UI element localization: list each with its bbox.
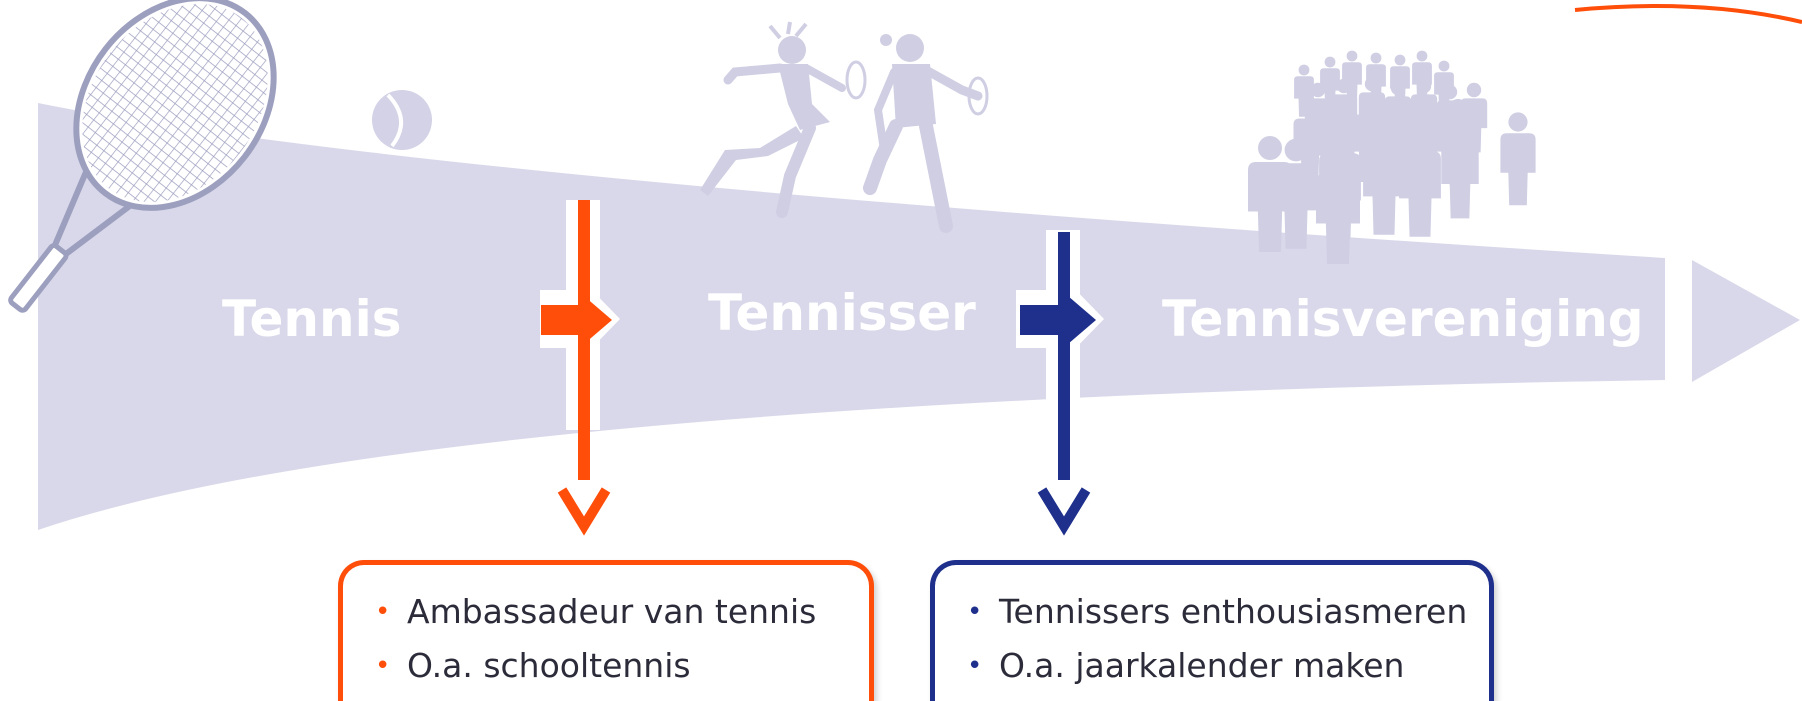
person-head	[1394, 54, 1406, 66]
navy-arrow-down	[1037, 487, 1091, 536]
list-item: •Ambassadeur van tennis	[373, 585, 845, 639]
person-head	[1370, 52, 1382, 64]
person-head	[1359, 95, 1377, 113]
orange-transition	[540, 200, 620, 536]
orange-info-box: •Ambassadeur van tennis •O.a. schooltenn…	[338, 560, 874, 701]
crowd-icon	[1248, 50, 1536, 264]
person-body	[1248, 162, 1292, 252]
person-head	[1442, 84, 1458, 100]
person-head	[1438, 60, 1450, 72]
person-head	[1389, 97, 1407, 115]
person-head	[1329, 97, 1347, 115]
bullet-icon: •	[967, 651, 983, 681]
orange-bullet-list: •Ambassadeur van tennis •O.a. schooltenn…	[373, 585, 845, 693]
navy-bullet-list: •Tennissers enthousiasmeren •O.a. jaarka…	[965, 585, 1467, 693]
list-item: •Tennissers enthousiasmeren	[965, 585, 1467, 639]
person-head	[1336, 78, 1352, 94]
stage-label-tennisser: Tennisser	[708, 284, 976, 342]
orange-arrow-down	[557, 487, 611, 536]
person-head	[1466, 82, 1482, 98]
person-body	[1316, 174, 1360, 264]
person-head	[1310, 82, 1326, 98]
decorative-curve	[1574, 4, 1802, 24]
navy-info-box: •Tennissers enthousiasmeren •O.a. jaarka…	[930, 560, 1494, 701]
person-head	[1328, 128, 1352, 152]
person-body	[1399, 151, 1441, 237]
person-head	[1408, 126, 1432, 150]
tennis-ball-icon	[372, 90, 432, 150]
person-head	[1301, 99, 1319, 117]
person-head	[1419, 95, 1437, 113]
stage-label-tennisvereniging: Tennisvereniging	[1162, 290, 1644, 348]
bullet-icon: •	[375, 597, 391, 627]
bullet-icon: •	[375, 651, 391, 681]
person-head	[1416, 78, 1432, 94]
person-head	[1449, 99, 1467, 117]
journey-band	[38, 103, 1665, 530]
person-head	[1346, 50, 1358, 62]
person-head	[1390, 80, 1406, 96]
tennis-racket-icon	[8, 0, 307, 313]
person-head	[1364, 76, 1380, 92]
person-body	[1500, 133, 1536, 206]
person-head	[1449, 119, 1471, 141]
person-body	[1363, 149, 1405, 235]
person-head	[1508, 112, 1528, 132]
tennis-players-icon	[700, 21, 989, 233]
person-head	[1258, 136, 1282, 160]
stage-label-tennis: Tennis	[222, 290, 402, 348]
journey-arrowhead	[1692, 260, 1800, 382]
person-head	[1326, 148, 1350, 172]
list-item: •O.a. jaarkalender maken	[965, 639, 1465, 693]
person-head	[1416, 50, 1428, 62]
list-item: •O.a. schooltennis	[373, 639, 845, 693]
person-head	[1298, 64, 1310, 76]
person-head	[1324, 56, 1336, 68]
person-body	[1441, 141, 1479, 219]
person-body	[1342, 62, 1362, 103]
bullet-icon: •	[967, 597, 983, 627]
navy-transition	[1016, 230, 1104, 536]
person-head	[1284, 138, 1308, 162]
person-head	[1372, 124, 1396, 148]
